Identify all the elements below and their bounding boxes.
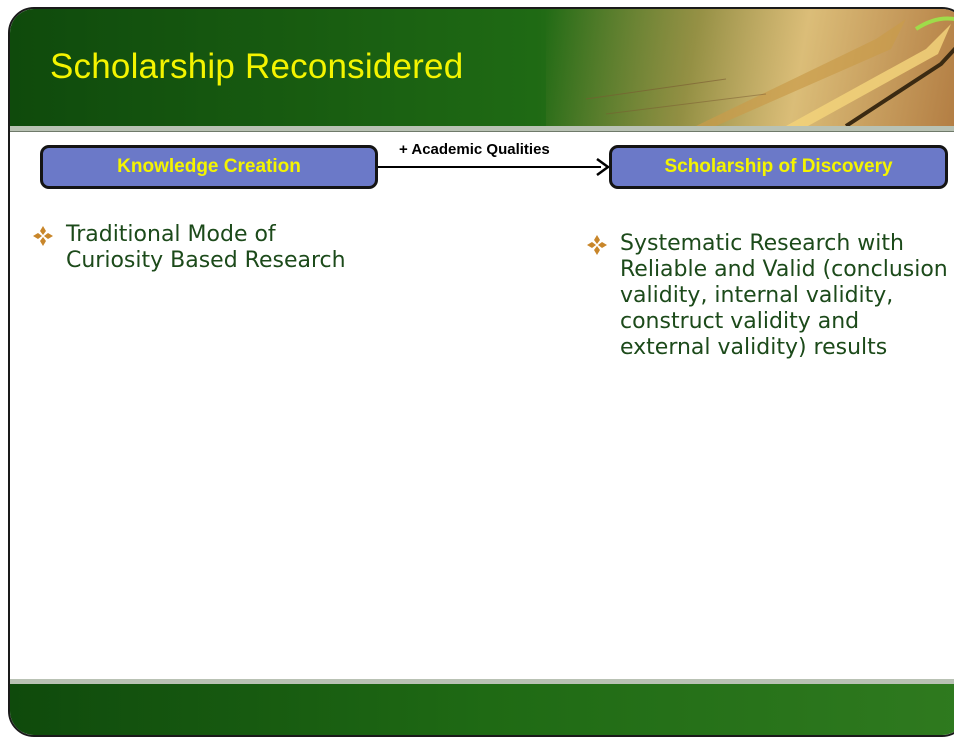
header-divider-line [10, 131, 954, 132]
slide: Scholarship Reconsidered Knowledge Creat… [8, 7, 954, 737]
four-diamond-bullet-icon [587, 235, 607, 255]
right-bullet-text: Systematic Research with Reliable and Va… [620, 231, 948, 360]
fountain-pen-image [546, 9, 954, 126]
left-bullet-item: Traditional Mode of Curiosity Based Rese… [32, 222, 362, 274]
scholarship-of-discovery-box: Scholarship of Discovery [609, 145, 948, 189]
header-divider [10, 126, 954, 131]
header-band: Scholarship Reconsidered [10, 9, 954, 126]
right-bullet-item: Systematic Research with Reliable and Va… [586, 231, 954, 361]
knowledge-creation-box: Knowledge Creation [40, 145, 378, 189]
four-diamond-bullet-icon [33, 226, 53, 246]
knowledge-creation-label: Knowledge Creation [117, 156, 301, 177]
arrow-label: + Academic Qualities [399, 141, 550, 158]
connector-arrow [378, 166, 601, 168]
footer-band [10, 684, 954, 735]
scholarship-of-discovery-label: Scholarship of Discovery [664, 156, 893, 177]
footer-divider [10, 679, 954, 684]
arrowhead-icon [596, 158, 611, 176]
left-bullet-text: Traditional Mode of Curiosity Based Rese… [66, 222, 346, 273]
slide-title: Scholarship Reconsidered [50, 47, 464, 86]
